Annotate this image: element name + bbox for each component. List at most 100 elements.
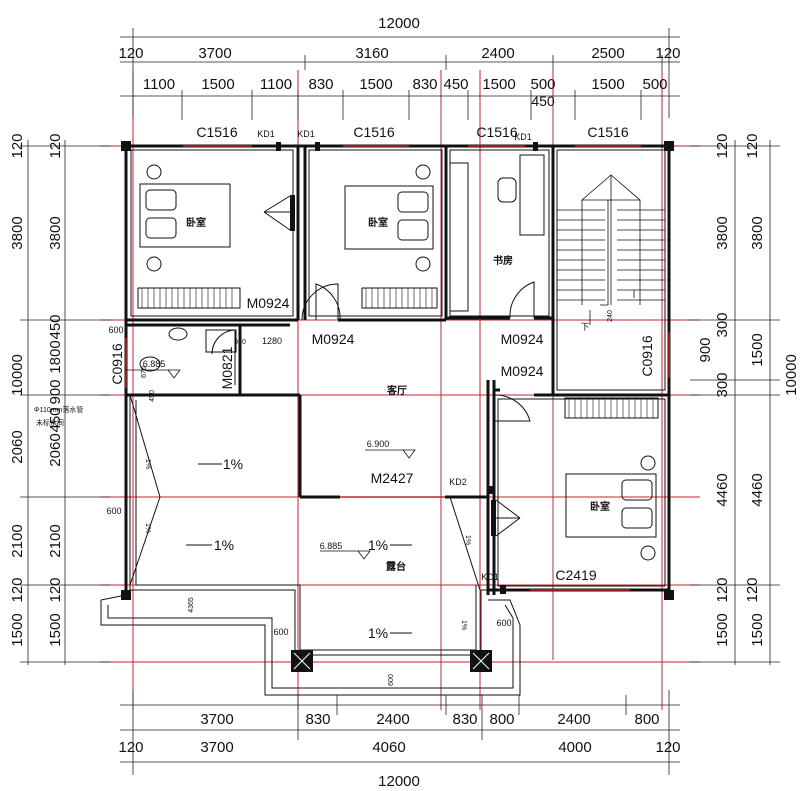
left-inner-1: 3800 — [47, 216, 64, 249]
door-marks — [290, 195, 496, 536]
left-dimensions: 120 3800 10000 2060 2100 120 1500 120 38… — [9, 133, 64, 646]
top-row2-4: 1500 — [359, 76, 392, 93]
left-outer-0: 120 — [9, 133, 26, 158]
dim-600-e: 600 — [388, 674, 395, 686]
bottom-row1-1: 830 — [305, 711, 330, 728]
windows — [125, 145, 670, 591]
bottom-row2-0: 120 — [118, 739, 143, 756]
top-row1-1: 3700 — [198, 45, 231, 62]
dim-670: 670 — [141, 366, 148, 378]
pipe-note-1: Φ110mm落水管 — [34, 405, 83, 414]
right-outer-0: 120 — [714, 133, 731, 158]
slope-2: 1% — [214, 537, 234, 553]
left-inner-0: 120 — [47, 133, 64, 158]
top-row2-0: 1100 — [143, 76, 175, 93]
left-outer-3: 2060 — [9, 430, 26, 463]
kd1-2: KD1 — [297, 129, 315, 139]
left-outer-1: 3800 — [9, 216, 26, 249]
bottom-row2-1: 3700 — [200, 739, 233, 756]
stairs — [557, 174, 665, 325]
c1516-3: C1516 — [476, 124, 517, 140]
right-inner-7: 1500 — [714, 613, 731, 646]
window-labels: C1516 C1516 C1516 C1516 KD1 KD1 KD1 KD1 … — [109, 124, 655, 583]
slope-6: 1% — [144, 523, 151, 533]
bedroom-3: 卧室 — [590, 500, 610, 513]
left-inner-3: 1800 — [47, 340, 64, 373]
misc-labels: 6.885 6.900 6.885 Φ110mm落水管 未标余同 600 600… — [34, 310, 614, 686]
m0924-1: M0924 — [247, 295, 290, 311]
c1516-2: C1516 — [353, 124, 394, 140]
study: 书房 — [493, 254, 513, 267]
bedroom-1: 卧室 — [186, 216, 206, 229]
c2419: C2419 — [555, 567, 596, 583]
left-inner-9: 1500 — [47, 613, 64, 646]
kd1-3: KD1 — [514, 132, 532, 142]
terrace: 露台 — [386, 560, 406, 573]
elev-6885-b: 6.885 — [320, 541, 343, 551]
kd2: KD2 — [449, 477, 467, 487]
top-row2-5: 830 — [412, 76, 437, 93]
left-inner-5: 450 — [47, 407, 64, 432]
dim-600-c: 600 — [273, 627, 288, 637]
bottom-row2-3: 4000 — [558, 739, 591, 756]
bottom-row1-4: 800 — [489, 711, 514, 728]
dim-450: 450 — [149, 390, 156, 402]
stairs-down: 下 — [580, 322, 589, 332]
left-inner-2: 450 — [47, 314, 64, 339]
walls — [124, 144, 671, 595]
bottom-row2-2: 4060 — [372, 739, 405, 756]
left-outer-5: 120 — [9, 577, 26, 602]
m0924-3: M0924 — [501, 331, 544, 347]
top-row2-2: 1100 — [260, 76, 292, 93]
wall-details — [100, 149, 666, 696]
right-dimensions: 120 3800 300 900 300 4460 120 1500 120 3… — [697, 133, 800, 646]
right-inner-0: 120 — [744, 133, 761, 158]
dim-600-a: 600 — [108, 325, 123, 335]
top-row2-3: 830 — [308, 76, 333, 93]
top-row1-5: 120 — [655, 45, 680, 62]
left-outer-4: 2100 — [9, 524, 26, 557]
right-outer-3: 10000 — [783, 354, 800, 396]
right-inner-5: 4460 — [714, 473, 731, 506]
left-outer-6: 1500 — [9, 613, 26, 646]
bottom-row1-0: 3700 — [200, 711, 233, 728]
bottom-row1-6: 800 — [634, 711, 659, 728]
left-outer-2: 10000 — [9, 354, 26, 396]
right-outer-6: 1500 — [749, 613, 766, 646]
left-inner-8: 120 — [47, 577, 64, 602]
right-inner-1: 3800 — [714, 216, 731, 249]
dim-240: 240 — [607, 310, 614, 322]
left-inner-7: 2100 — [47, 524, 64, 557]
kd1-1: KD1 — [257, 129, 275, 139]
dim-920: 920 — [234, 339, 246, 346]
slope-1: 1% — [223, 456, 243, 472]
m2427: M2427 — [371, 470, 414, 486]
living-room: 客厅 — [386, 384, 407, 397]
elev-6885-a: 6.885 — [143, 359, 166, 369]
right-inner-2: 300 — [714, 312, 731, 337]
top-row2-1: 1500 — [201, 76, 234, 93]
dim-4365: 4365 — [188, 597, 195, 613]
top-row2-9: 1500 — [591, 76, 624, 93]
slope-7: 1% — [464, 535, 471, 545]
top-total: 12000 — [378, 15, 420, 32]
top-row2-10: 500 — [642, 76, 667, 93]
elevation-markers — [125, 369, 416, 560]
top-dimensions: 12000 120 3700 3160 2400 2500 120 1100 1… — [118, 15, 680, 109]
c1516-4: C1516 — [587, 124, 628, 140]
right-outer-5: 120 — [714, 577, 731, 602]
right-inner-4: 300 — [714, 372, 731, 397]
right-outer-2: 1500 — [749, 333, 766, 366]
dim-1280: 1280 — [262, 336, 282, 346]
dim-600-b: 600 — [106, 506, 121, 516]
pipe-note-2: 未标余同 — [36, 418, 64, 427]
top-extra: 450 — [531, 93, 555, 109]
c0916-left: C0916 — [109, 343, 125, 384]
slope-5: 1% — [144, 459, 151, 469]
top-row1-0: 120 — [118, 45, 143, 62]
bottom-row1-2: 2400 — [376, 711, 409, 728]
right-outer-1: 3800 — [749, 216, 766, 249]
c1516-1: C1516 — [196, 124, 237, 140]
slope-labels: 1% 1% 1% 1% 1% 1% 1% 1% — [144, 456, 471, 641]
